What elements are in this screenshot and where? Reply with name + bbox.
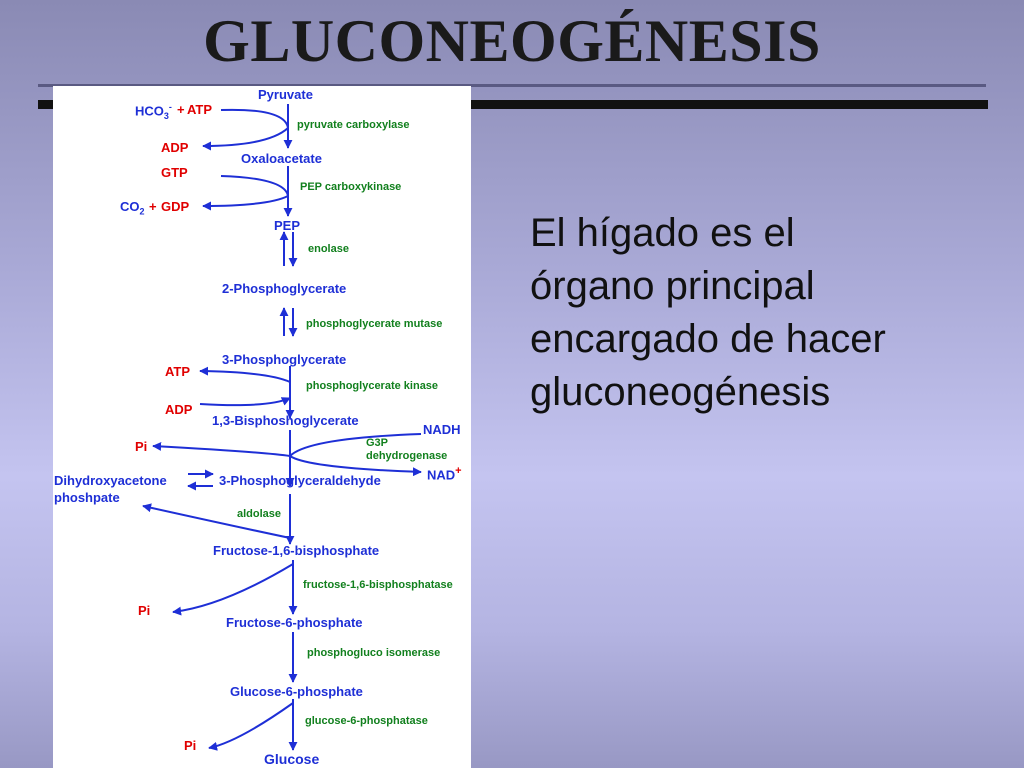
metabolite-3-phosphoglycerate: 3-Phosphoglycerate [222,352,347,367]
enzyme-enolase: enolase [308,243,349,255]
cofactor-nad: NAD+ [427,465,462,483]
cofactor-adp-2: ADP [165,402,193,417]
arrow-adp-out [202,127,289,151]
dhap-label-line2: phoshpate [54,490,120,505]
cofactor-gdp: GDP [161,199,190,214]
cofactor-gtp: GTP [161,165,188,180]
slide-title: GLUCONEOGÉNESIS [203,8,821,74]
metabolite-1-3-bisphosphoglycerate: 1,3-Bisphoshoglycerate [212,413,359,428]
cofactor-atp-2: ATP [165,364,191,379]
cofactor-co2: CO2 [120,199,145,217]
metabolite-fructose-6-phosphate: Fructose-6-phosphate [226,615,363,630]
arrow-dhap-to-fbp [142,503,291,539]
enzyme-fructose-1-6-bisphosphatase: fructose-1,6-bisphosphatase [303,579,453,591]
title-rule-thin [38,84,986,87]
cofactor-plus-1: + [177,102,185,117]
arrow-pi-g6pase [208,702,294,751]
cofactor-adp-1: ADP [161,140,189,155]
metabolite-3-phosphoglyceraldehyde: 3-Phosphoglyceraldehyde [219,473,381,488]
cofactor-plus-2: + [149,199,157,214]
cofactor-atp-1: ATP [187,102,213,117]
arrow-adp-kinase [199,397,291,407]
arrow-nad-out [289,455,422,477]
enzyme-phosphoglycerate-mutase: phosphoglycerate mutase [306,318,443,330]
metabolite-2-phosphoglycerate: 2-Phosphoglycerate [222,281,347,296]
cofactor-nadh: NADH [423,422,461,437]
arrow-gtp-in [220,175,289,197]
arrow-atp-kinase [199,366,291,383]
arrow-pi-g3p [152,441,291,457]
enzyme-aldolase: aldolase [237,508,282,520]
pathway-arrows [142,104,422,751]
enzyme-pyruvate-carboxylase: pyruvate carboxylase [297,119,410,131]
arrow-nadh-in [289,433,422,457]
metabolite-fructose-1-6-bisphosphate: Fructose-1,6-bisphosphate [213,543,380,558]
dhap-label-line1: Dihydroxyacetone [54,473,167,488]
metabolite-glucose-6-phosphate: Glucose-6-phosphate [230,684,363,699]
gluconeogenesis-pathway-diagram: HCO3- + ATP ADP GTP CO2 + GDP ATP ADP Pi… [53,86,471,768]
arrow-pi-fbpase [172,563,294,616]
enzyme-pep-carboxykinase: PEP carboxykinase [300,181,402,193]
enzyme-dehydrogenase: dehydrogenase [366,450,448,462]
enzyme-phosphogluco-isomerase: phosphogluco isomerase [307,647,441,659]
slide-body-text: El hígado es el órgano principal encarga… [530,207,950,419]
metabolite-oxaloacetate: Oxaloacetate [241,151,322,166]
cofactor-pi-3: Pi [184,738,197,753]
cofactor-pi-2: Pi [138,603,151,618]
cofactor-pi-1: Pi [135,439,148,454]
arrow-co2-gdp-out [202,195,289,211]
cofactor-hco3: HCO3- [135,102,172,121]
metabolite-pyruvate: Pyruvate [258,87,313,102]
body-line-1: El hígado es el [530,211,795,255]
enzyme-glucose-6-phosphatase: glucose-6-phosphatase [305,715,428,727]
arrow-hco3-atp-in [220,108,289,129]
body-line-4: gluconeogénesis [530,370,831,414]
metabolite-pep: PEP [274,218,301,233]
body-line-3: encargado de hacer [530,317,886,361]
metabolite-glucose: Glucose [264,751,320,767]
enzyme-g3p: G3P [366,437,389,449]
body-line-2: órgano principal [530,264,815,308]
enzyme-phosphoglycerate-kinase: phosphoglycerate kinase [306,380,439,392]
title-rule-thick [38,100,988,109]
